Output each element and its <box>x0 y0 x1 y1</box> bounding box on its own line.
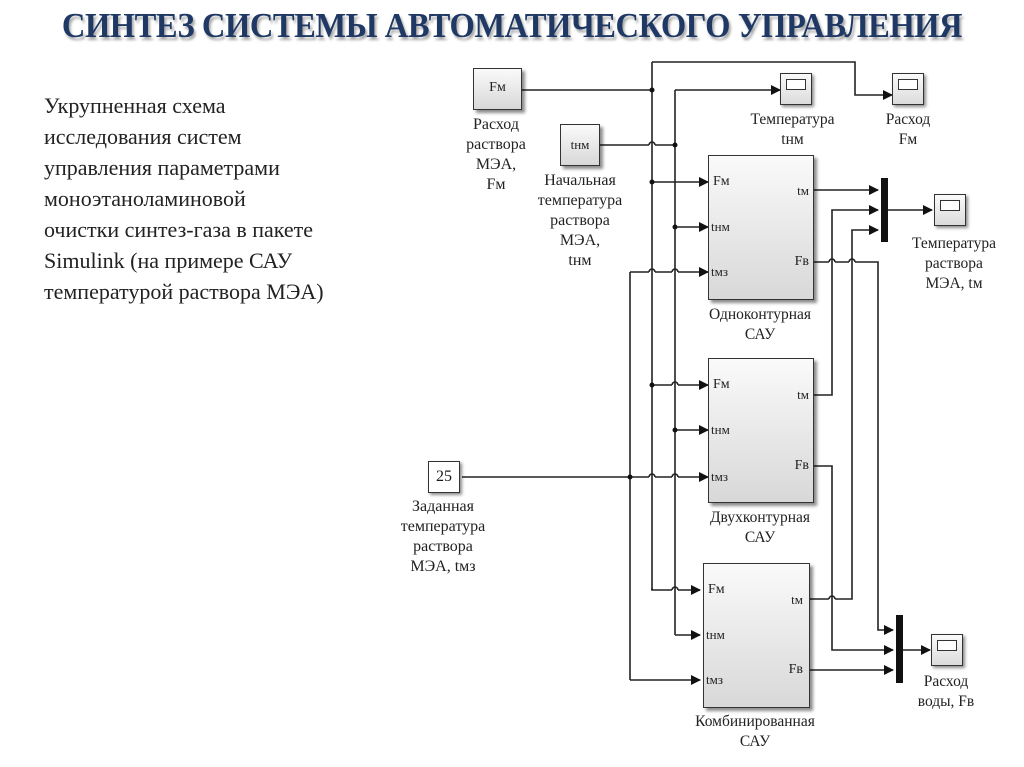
port-out-fv: Fв <box>794 254 809 269</box>
description-line: моноэтаноламиновой <box>44 186 246 211</box>
junction-dot <box>627 474 633 480</box>
scope-tm[interactable] <box>934 194 966 226</box>
scope-fv[interactable] <box>931 634 963 666</box>
scope-fm[interactable] <box>892 73 924 105</box>
port-in-tmz: tмз <box>711 264 728 279</box>
description-line: Simulink (на примере САУ <box>44 248 293 273</box>
description-line: исследования систем <box>44 124 242 149</box>
port-in-fm: Fм <box>708 582 725 597</box>
junction-dot <box>672 427 678 433</box>
description-line: температурой раствора МЭА) <box>44 279 324 304</box>
description-line: управления параметрами <box>44 155 280 180</box>
scope-screen-icon <box>937 640 957 651</box>
subsystem-single-loop[interactable]: Fм tнм tмз tм Fв <box>708 155 814 300</box>
port-in-tnm: tнм <box>711 422 730 437</box>
slide-title: СИНТЕЗ СИСТЕМЫ АВТОМАТИЧЕСКОГО УПРАВЛЕНИ… <box>61 6 963 45</box>
junction-dot <box>672 142 678 148</box>
subsystem-double-loop[interactable]: Fм tнм tмз tм Fв <box>708 358 814 503</box>
subsystem-combined[interactable]: Fм tнм tмз tм Fв <box>703 563 810 708</box>
scope-screen-icon <box>898 79 918 90</box>
scope-screen-icon <box>786 79 806 90</box>
mux-bar-temperature <box>881 178 888 242</box>
source-block-tnm-text: tнм <box>570 137 590 152</box>
port-in-tmz: tмз <box>706 672 723 687</box>
wire-s3-tm <box>808 230 878 600</box>
port-in-tmz: tмз <box>711 469 728 484</box>
junction-dot <box>649 382 655 388</box>
junction-dot <box>672 224 678 230</box>
junction-dot <box>649 179 655 185</box>
port-out-tm: tм <box>797 387 809 402</box>
wire-fm-to-scope <box>652 61 893 100</box>
scope-screen-icon <box>940 200 960 211</box>
port-in-tnm: tнм <box>706 627 725 642</box>
junction-dot <box>649 87 655 93</box>
description-text: Укрупненная схема исследования систем уп… <box>44 90 404 307</box>
wire-s2-fv <box>812 465 894 655</box>
port-in-tnm: tнм <box>711 219 730 234</box>
description-line: Укрупненная схема <box>44 93 226 118</box>
wire-s1-fv <box>812 261 893 630</box>
source-block-fm-text: Fм <box>489 80 506 95</box>
wire-s2-tm <box>812 205 879 396</box>
description-line: очистки синтез-газа в пакете <box>44 217 314 242</box>
source-block-tnm[interactable]: tнм <box>560 124 600 166</box>
port-out-fv: Fв <box>788 662 803 677</box>
port-out-tm: tм <box>797 183 809 198</box>
mux-bar-water-flow <box>896 615 903 683</box>
port-in-fm: Fм <box>713 377 730 392</box>
wire-s3-fm <box>651 588 700 590</box>
scope-tnm[interactable] <box>780 73 812 105</box>
port-in-fm: Fм <box>713 174 730 189</box>
port-out-fv: Fв <box>794 458 809 473</box>
port-out-tm: tм <box>791 592 803 607</box>
source-block-fm[interactable]: Fм <box>473 68 522 110</box>
constant-block-tmz[interactable]: 25 <box>428 461 460 493</box>
